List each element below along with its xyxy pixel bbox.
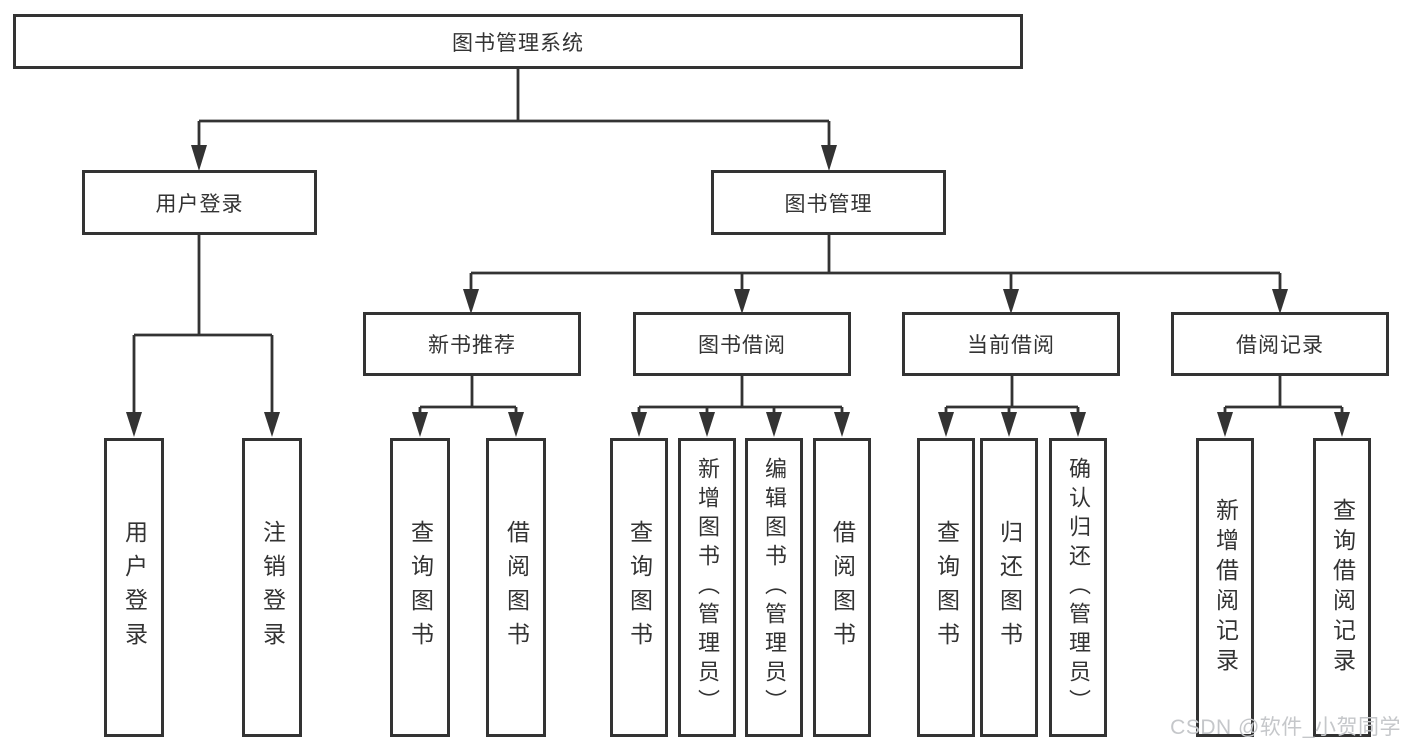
node-label: 图书借阅 — [698, 334, 786, 357]
arrowhead-group — [126, 145, 1350, 437]
node-label: 查询图书 — [626, 519, 653, 656]
node-book-management: 图书管理 — [711, 170, 946, 235]
node-label: 图书管理 — [784, 192, 873, 216]
node-borrowing-records: 借阅记录 — [1171, 312, 1389, 376]
leaf-query-books-recommend: 查询图书 — [390, 438, 450, 737]
node-label: 借阅图书 — [829, 519, 856, 656]
node-label: 确认归还（管理员） — [1066, 457, 1091, 718]
node-label: 查询图书 — [407, 519, 434, 656]
node-label: 编辑图书（管理员） — [762, 457, 787, 718]
leaf-confirm-return-admin: 确认归还（管理员） — [1049, 438, 1107, 737]
leaf-borrow-books-recommend: 借阅图书 — [486, 438, 546, 737]
node-label: 新增图书（管理员） — [695, 457, 720, 718]
leaf-add-books-admin: 新增图书（管理员） — [678, 438, 736, 737]
node-label: 用户登录 — [155, 192, 244, 216]
node-library-management-system: 图书管理系统 — [13, 14, 1023, 69]
node-label: 查询图书 — [933, 519, 960, 656]
node-label: 图书管理系统 — [452, 31, 584, 55]
leaf-query-borrow-record: 查询借阅记录 — [1313, 438, 1371, 737]
node-label: 新书推荐 — [428, 334, 516, 357]
node-user-login: 用户登录 — [82, 170, 317, 235]
node-book-borrowing: 图书借阅 — [633, 312, 851, 376]
leaf-query-books-current: 查询图书 — [917, 438, 975, 737]
leaf-user-login: 用户登录 — [104, 438, 164, 737]
node-label: 借阅记录 — [1236, 334, 1324, 357]
node-label: 查询借阅记录 — [1329, 497, 1356, 678]
node-new-book-recommendation: 新书推荐 — [363, 312, 581, 376]
leaf-logout: 注销登录 — [242, 438, 302, 737]
node-label: 注销登录 — [259, 519, 286, 656]
leaf-query-books-borrow: 查询图书 — [610, 438, 668, 737]
csdn-watermark: CSDN @软件_小贺同学 — [1170, 716, 1401, 739]
node-label: 新增借阅记录 — [1212, 497, 1239, 678]
leaf-add-borrow-record: 新增借阅记录 — [1196, 438, 1254, 737]
leaf-borrow-books: 借阅图书 — [813, 438, 871, 737]
node-label: 用户登录 — [121, 519, 148, 656]
leaf-edit-books-admin: 编辑图书（管理员） — [745, 438, 803, 737]
node-label: 归还图书 — [996, 519, 1023, 656]
node-label: 借阅图书 — [503, 519, 530, 656]
leaf-return-books: 归还图书 — [980, 438, 1038, 737]
node-label: 当前借阅 — [967, 334, 1055, 357]
node-current-borrowing: 当前借阅 — [902, 312, 1120, 376]
